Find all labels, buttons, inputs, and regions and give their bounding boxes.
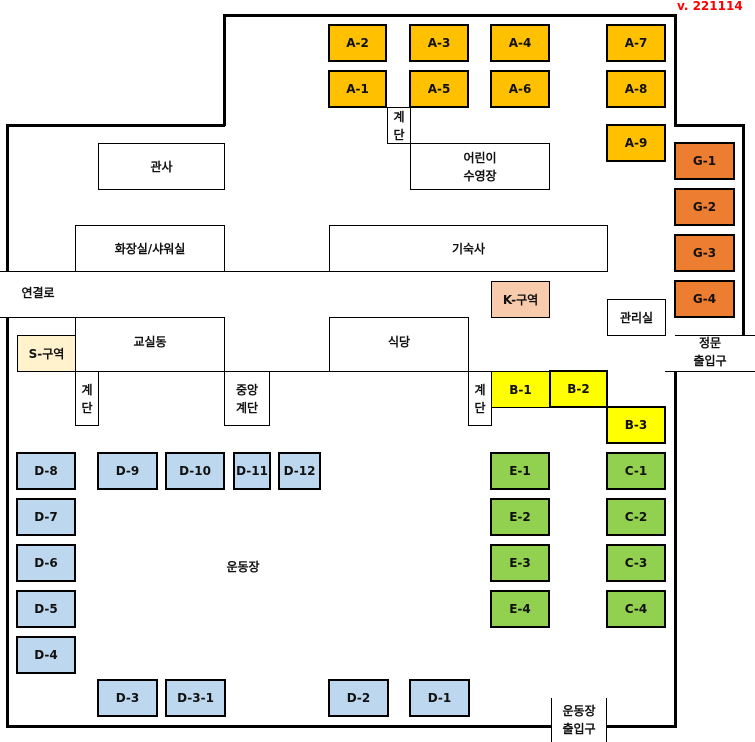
zone-k[interactable]: K-구역 [491,281,550,318]
road-line [225,371,330,372]
zone-d-6[interactable]: D-6 [16,544,76,582]
zone-a-7[interactable]: A-7 [606,24,666,62]
main-gate-label-2: 출입구 [693,354,727,368]
zone-a-4[interactable]: A-4 [490,24,550,62]
pool-label-1: 어린이 [463,150,497,165]
zone-e-4[interactable]: E-4 [490,590,550,628]
zone-s[interactable]: S-구역 [17,335,76,372]
zone-b-3[interactable]: B-3 [606,406,666,444]
road-line [675,335,755,336]
zone-g-2[interactable]: G-2 [674,188,735,226]
wall [674,14,677,126]
wall [674,124,744,127]
zone-c-2[interactable]: C-2 [606,498,666,536]
main-gate-label-1: 정문 [698,336,722,350]
zone-e-2[interactable]: E-2 [490,498,550,536]
building-dormitory: 기숙사 [329,225,608,272]
wall [6,317,9,728]
zone-c-3[interactable]: C-3 [606,544,666,582]
building-cafeteria: 식당 [329,317,469,372]
zone-a-1[interactable]: A-1 [328,70,387,108]
wall [6,124,225,127]
zone-g-4[interactable]: G-4 [674,280,735,318]
main-gate-label: 정문 출입구 [680,334,740,370]
zone-d-2[interactable]: D-2 [328,679,389,717]
wall [674,371,677,728]
wall [6,725,552,728]
zone-b-2[interactable]: B-2 [549,370,608,408]
central-stairs-label-2: 계단 [235,400,259,415]
zone-d-3-1[interactable]: D-3-1 [165,679,226,717]
zone-d-1[interactable]: D-1 [409,679,470,717]
stairs-label: 계 [474,382,486,397]
zone-g-3[interactable]: G-3 [674,234,735,272]
road-line [665,371,755,372]
building-restroom: 화장실/샤워실 [75,225,225,272]
connector-road-label: 연결로 [21,286,55,300]
road-line [0,317,75,318]
gate-line [606,698,607,742]
building-office: 관리실 [607,299,666,336]
zone-g-1[interactable]: G-1 [674,142,735,180]
stairs-label: 계 [393,109,405,124]
wall [223,14,677,17]
zone-a-3[interactable]: A-3 [409,24,469,62]
stairs-label: 단 [81,400,93,415]
classroom-label: 교실동 [133,335,167,349]
zone-d-9[interactable]: D-9 [97,452,158,490]
road-line [0,271,75,272]
playground-label: 운동장 [226,560,260,574]
cafeteria-label: 식당 [387,335,411,349]
playground-gate-label-1: 운동장 [562,704,596,718]
zone-c-1[interactable]: C-1 [606,452,666,490]
zone-a-8[interactable]: A-8 [606,70,666,108]
zone-a-9[interactable]: A-9 [606,124,666,162]
building-gwansa: 관사 [98,143,225,190]
zone-d-11[interactable]: D-11 [233,452,271,490]
zone-a-6[interactable]: A-6 [490,70,550,108]
zone-a-2[interactable]: A-2 [328,24,387,62]
building-classroom: 교실동 [75,317,225,372]
zone-d-12[interactable]: D-12 [278,452,321,490]
stairs-label: 단 [474,400,486,415]
zone-d-8[interactable]: D-8 [16,452,76,490]
zone-d-3[interactable]: D-3 [97,679,158,717]
gate-line [551,698,552,742]
stairs-label: 계 [81,382,93,397]
road-line [225,271,330,272]
zone-d-10[interactable]: D-10 [165,452,225,490]
zone-d-7[interactable]: D-7 [16,498,76,536]
pool-label-2: 수영장 [463,168,497,183]
zone-b-1[interactable]: B-1 [491,371,550,408]
wall [6,124,9,271]
zone-d-4[interactable]: D-4 [16,636,76,674]
zone-c-4[interactable]: C-4 [606,590,666,628]
wall [606,725,676,728]
central-stairs-label-1: 중앙 [235,382,259,397]
stairs-label: 단 [393,127,405,142]
zone-d-5[interactable]: D-5 [16,590,76,628]
playground-gate-label-2: 출입구 [562,722,596,736]
playground-gate-label: 운동장 출입구 [552,702,606,738]
version-label: v. 221114 [677,0,743,13]
zone-a-5[interactable]: A-5 [409,70,469,108]
wall [742,124,745,335]
zone-e-1[interactable]: E-1 [490,452,550,490]
wall [223,14,226,126]
zone-e-3[interactable]: E-3 [490,544,550,582]
